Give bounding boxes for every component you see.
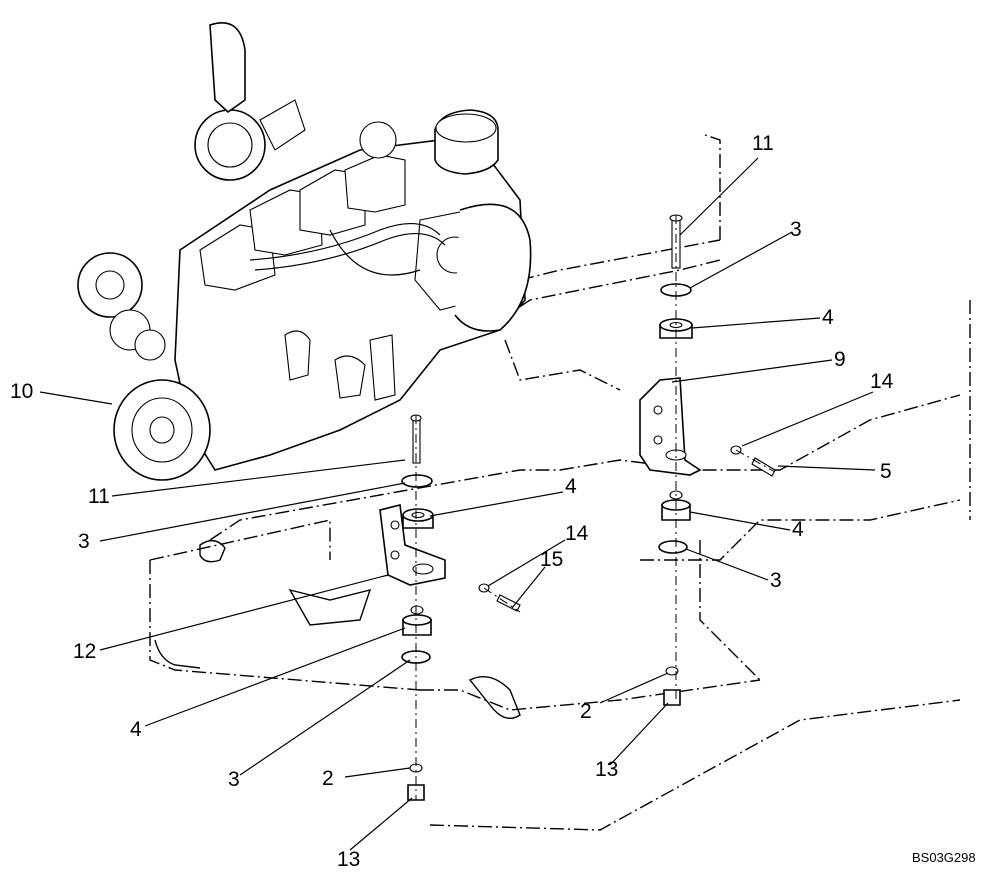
bolt-15 [496,594,521,612]
callout-12: 12 [73,640,96,663]
callout-11-left: 11 [88,485,110,508]
nut-13-right [663,689,681,706]
callout-5: 5 [880,460,892,483]
washer-2-right [665,666,679,676]
engine-assembly [77,22,532,481]
callouts: 11 3 4 9 14 5 10 11 4 3 14 15 4 3 12 4 3… [10,132,894,871]
callout-4-mid-left: 4 [565,475,577,498]
callout-3-right-lower: 3 [770,569,782,592]
callout-15: 15 [540,548,563,571]
washer-3-mid-left [401,474,433,488]
callout-4-low-left: 4 [130,718,142,741]
mounting-hardware [379,214,776,801]
callout-3-low-left: 3 [228,768,240,791]
callout-13-right: 13 [595,758,618,781]
callout-4-right-lower: 4 [792,518,804,541]
reference-code: BS03G298 [912,850,976,865]
callout-2-left: 2 [322,767,334,790]
nut-13-left [407,784,425,801]
callout-2-right: 2 [580,700,592,723]
bracket-9 [639,377,702,476]
washer-3-lower-right [658,540,688,554]
callout-3-top: 3 [790,218,802,241]
callout-13-left: 13 [337,848,360,871]
callout-14-right: 14 [870,370,894,393]
callout-14-mid: 14 [565,522,589,545]
callout-11-top: 11 [752,132,774,155]
leader-lines [39,157,876,851]
callout-3-mid-left: 3 [78,530,90,553]
callout-10: 10 [10,380,33,403]
callout-4-top: 4 [822,306,834,329]
callout-9: 9 [834,348,846,371]
